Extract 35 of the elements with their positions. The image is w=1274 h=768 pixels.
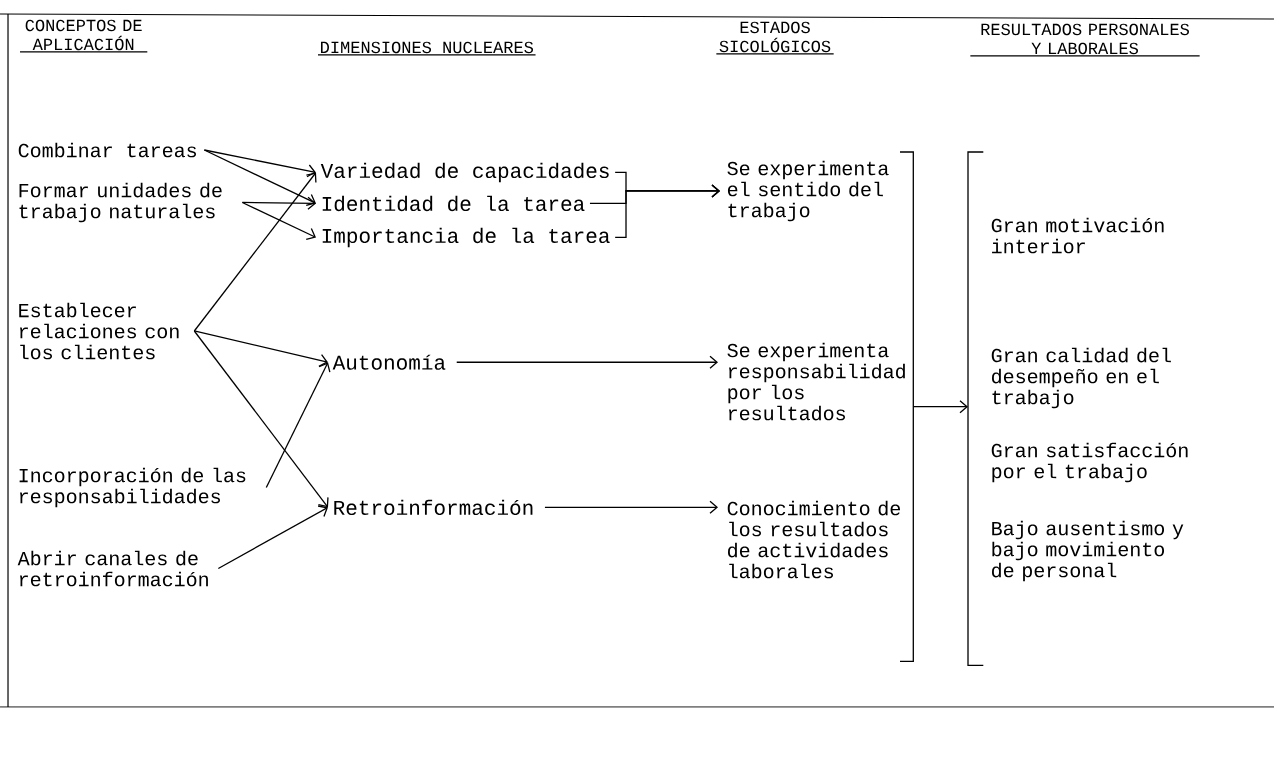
- arrow: [544, 500, 718, 514]
- arrow: [193, 330, 328, 367]
- column-heading: DIMENSIONES NUCLEARES: [317, 41, 537, 56]
- arrow: [217, 505, 328, 570]
- node-text: Formar unidades de trabajo naturales: [19, 182, 222, 223]
- node-text: Abrir canales de retroinformación: [17, 550, 208, 587]
- column-heading: RESULTADOS PERSONALES Y LABORALES: [969, 23, 1201, 57]
- node-text: Se experimenta el sentido del trabajo: [727, 160, 889, 222]
- column-heading: ESTADOS SICOLÓGICOS: [715, 21, 835, 55]
- bracket: [967, 151, 984, 666]
- arrow: [203, 149, 316, 206]
- node-text: Identidad de la tarea: [322, 195, 585, 212]
- node-text: Conocimiento de los resultados de actividades laborales: [727, 500, 900, 579]
- arrow: [193, 330, 329, 508]
- node-text: Bajo ausentismo y bajo movimiento de personal: [992, 520, 1184, 582]
- node-text: Incorporación de las responsabilidades: [19, 467, 246, 508]
- node-text: Se experimenta responsabilidad por los resultados: [727, 342, 905, 421]
- node-text: Importancia de la tarea: [322, 227, 610, 248]
- arrow: [912, 400, 968, 414]
- arrow: [265, 362, 331, 489]
- node-text: Variedad de capacidades: [320, 162, 609, 183]
- arrow: [193, 172, 317, 332]
- node-text: Autonomía: [332, 354, 446, 370]
- node-text: Establecer relaciones con los clientes: [19, 302, 179, 360]
- arrow: [203, 149, 316, 178]
- arrow: [241, 201, 316, 241]
- node-text: Retroinformación: [334, 499, 533, 516]
- node-text: Gran motivación interior: [991, 217, 1164, 254]
- arrow: [456, 355, 718, 369]
- column-heading: CONCEPTOS DE APLICACIÓN: [19, 19, 148, 53]
- arrow: [614, 184, 720, 239]
- arrow: [241, 196, 316, 210]
- node-text: Gran calidad del desempeño en el trabajo: [991, 347, 1171, 409]
- node-text: Gran satisfacción por el trabajo: [991, 442, 1188, 483]
- node-text: Combinar tareas: [18, 142, 196, 158]
